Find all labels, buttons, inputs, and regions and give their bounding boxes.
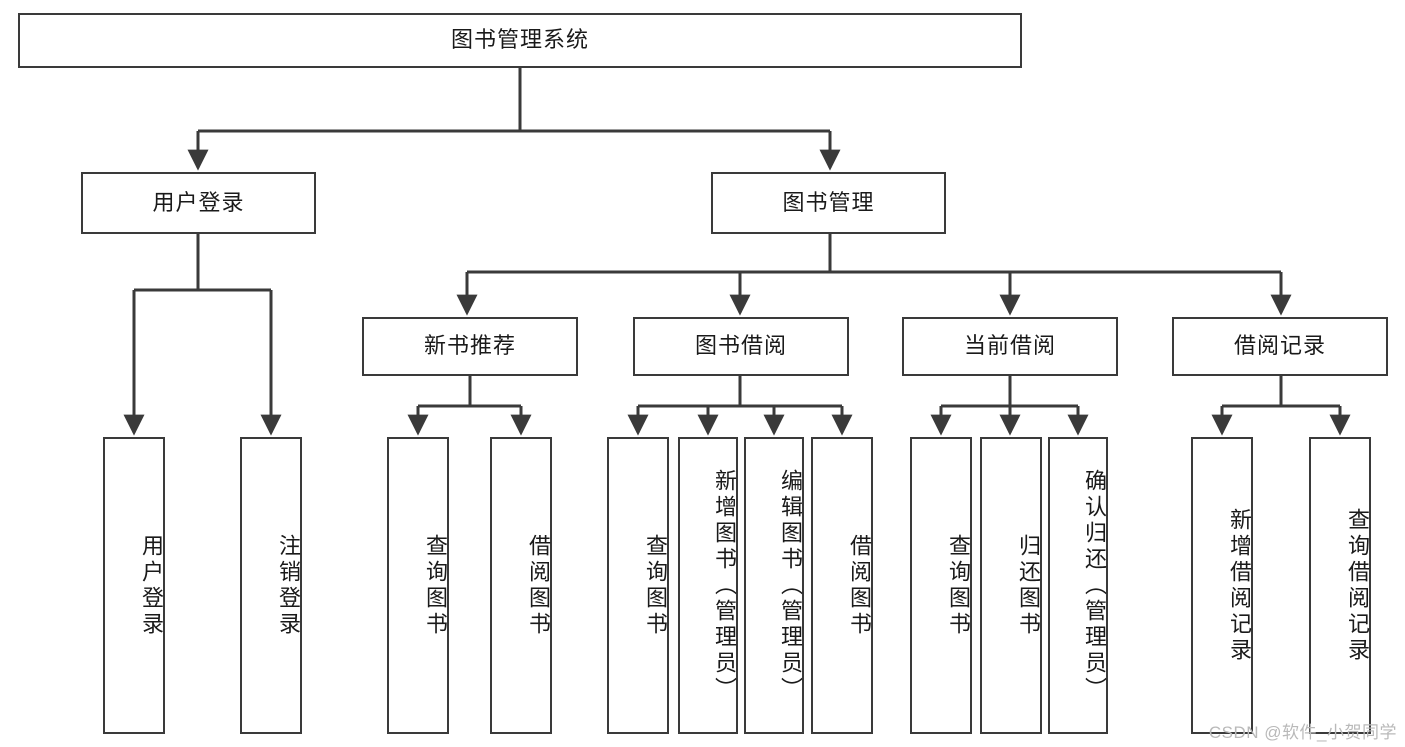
node-root[interactable]: 图书管理系统	[18, 13, 1022, 68]
node-leaf-user-login-label: 用户登录	[139, 533, 164, 638]
node-leaf-edit-book-label: 编辑图书（管理员）	[778, 468, 803, 703]
node-root-label: 图书管理系统	[450, 27, 589, 53]
node-leaf-add-book-label: 新增图书（管理员）	[712, 468, 737, 703]
node-leaf-return-book-label: 归还图书	[1016, 533, 1041, 638]
node-leaf-query-book-2-label: 查询图书	[643, 533, 668, 638]
node-book-borrow[interactable]: 图书借阅	[633, 317, 849, 376]
node-current-borrow-label: 当前借阅	[963, 333, 1056, 359]
node-book-management[interactable]: 图书管理	[711, 172, 946, 234]
node-leaf-query-book-3-label: 查询图书	[946, 533, 971, 638]
node-leaf-logout-login-label: 注销登录	[276, 533, 301, 638]
node-leaf-borrow-book-2[interactable]: 借阅图书	[811, 437, 873, 734]
node-leaf-add-record[interactable]: 新增借阅记录	[1191, 437, 1253, 734]
node-leaf-add-book[interactable]: 新增图书（管理员）	[678, 437, 738, 734]
node-leaf-confirm-return-label: 确认归还（管理员）	[1082, 468, 1107, 703]
node-leaf-query-record[interactable]: 查询借阅记录	[1309, 437, 1371, 734]
node-borrow-record[interactable]: 借阅记录	[1172, 317, 1388, 376]
node-borrow-record-label: 借阅记录	[1233, 333, 1326, 359]
node-leaf-query-record-label: 查询借阅记录	[1345, 507, 1370, 664]
node-new-book-recommend[interactable]: 新书推荐	[362, 317, 578, 376]
node-leaf-borrow-book-1-label: 借阅图书	[526, 533, 551, 638]
node-leaf-user-login[interactable]: 用户登录	[103, 437, 165, 734]
node-user-login-label: 用户登录	[152, 189, 245, 215]
node-leaf-return-book[interactable]: 归还图书	[980, 437, 1042, 734]
node-leaf-confirm-return[interactable]: 确认归还（管理员）	[1048, 437, 1108, 734]
node-leaf-query-book-2[interactable]: 查询图书	[607, 437, 669, 734]
node-leaf-add-record-label: 新增借阅记录	[1227, 507, 1252, 664]
node-leaf-logout-login[interactable]: 注销登录	[240, 437, 302, 734]
node-leaf-query-book-1-label: 查询图书	[423, 533, 448, 638]
node-leaf-query-book-1[interactable]: 查询图书	[387, 437, 449, 734]
node-leaf-borrow-book-1[interactable]: 借阅图书	[490, 437, 552, 734]
node-leaf-edit-book[interactable]: 编辑图书（管理员）	[744, 437, 804, 734]
node-current-borrow[interactable]: 当前借阅	[902, 317, 1118, 376]
node-book-borrow-label: 图书借阅	[694, 333, 787, 359]
node-leaf-query-book-3[interactable]: 查询图书	[910, 437, 972, 734]
node-user-login[interactable]: 用户登录	[81, 172, 316, 234]
watermark-text: CSDN @软件_小贺同学	[1208, 723, 1397, 742]
node-book-management-label: 图书管理	[782, 189, 875, 215]
node-leaf-borrow-book-2-label: 借阅图书	[847, 533, 872, 638]
node-new-book-recommend-label: 新书推荐	[423, 333, 516, 359]
